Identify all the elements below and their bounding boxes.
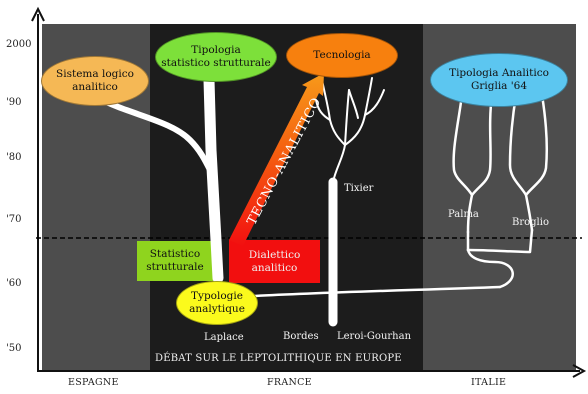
region-espagne: ESPAGNE <box>68 377 119 388</box>
y-tick-70: '70 <box>6 214 21 225</box>
dialettico-analitico-label: Dialettico analitico <box>229 240 320 283</box>
sistema-logico-oval: Sistema logico analitico <box>41 56 149 106</box>
label-bordes: Bordes <box>283 331 319 342</box>
y-tick-2000: 2000 <box>6 39 31 50</box>
region-france: FRANCE <box>267 377 312 388</box>
y-tick-80: '80 <box>6 152 21 163</box>
griglia-oval: Tipologia Analitico Griglia '64 <box>430 53 568 107</box>
footer-debat: DÉBAT SUR LE LEPTOLITHIQUE EN EUROPE <box>155 353 402 364</box>
y-tick-50: '50 <box>6 343 21 354</box>
label-palma: Palma <box>448 209 479 220</box>
statistico-strutturale-oval: Tipologia statistico strutturale <box>155 32 277 82</box>
y-tick-60: '60 <box>6 278 21 289</box>
typologie-analytique-oval: Typologie analytique <box>176 281 258 325</box>
tecnologia-oval: Tecnologia <box>286 33 398 78</box>
label-laplace: Laplace <box>204 332 244 343</box>
label-tixier: Tixier <box>344 183 373 194</box>
label-broglio: Broglio <box>512 217 549 228</box>
y-tick-90: '90 <box>6 97 21 108</box>
statistico-strutturale-label: Statistico strutturale <box>137 241 213 281</box>
region-italie: ITALIE <box>471 377 506 388</box>
label-leroi-gourhan: Leroi-Gourhan <box>337 331 411 342</box>
